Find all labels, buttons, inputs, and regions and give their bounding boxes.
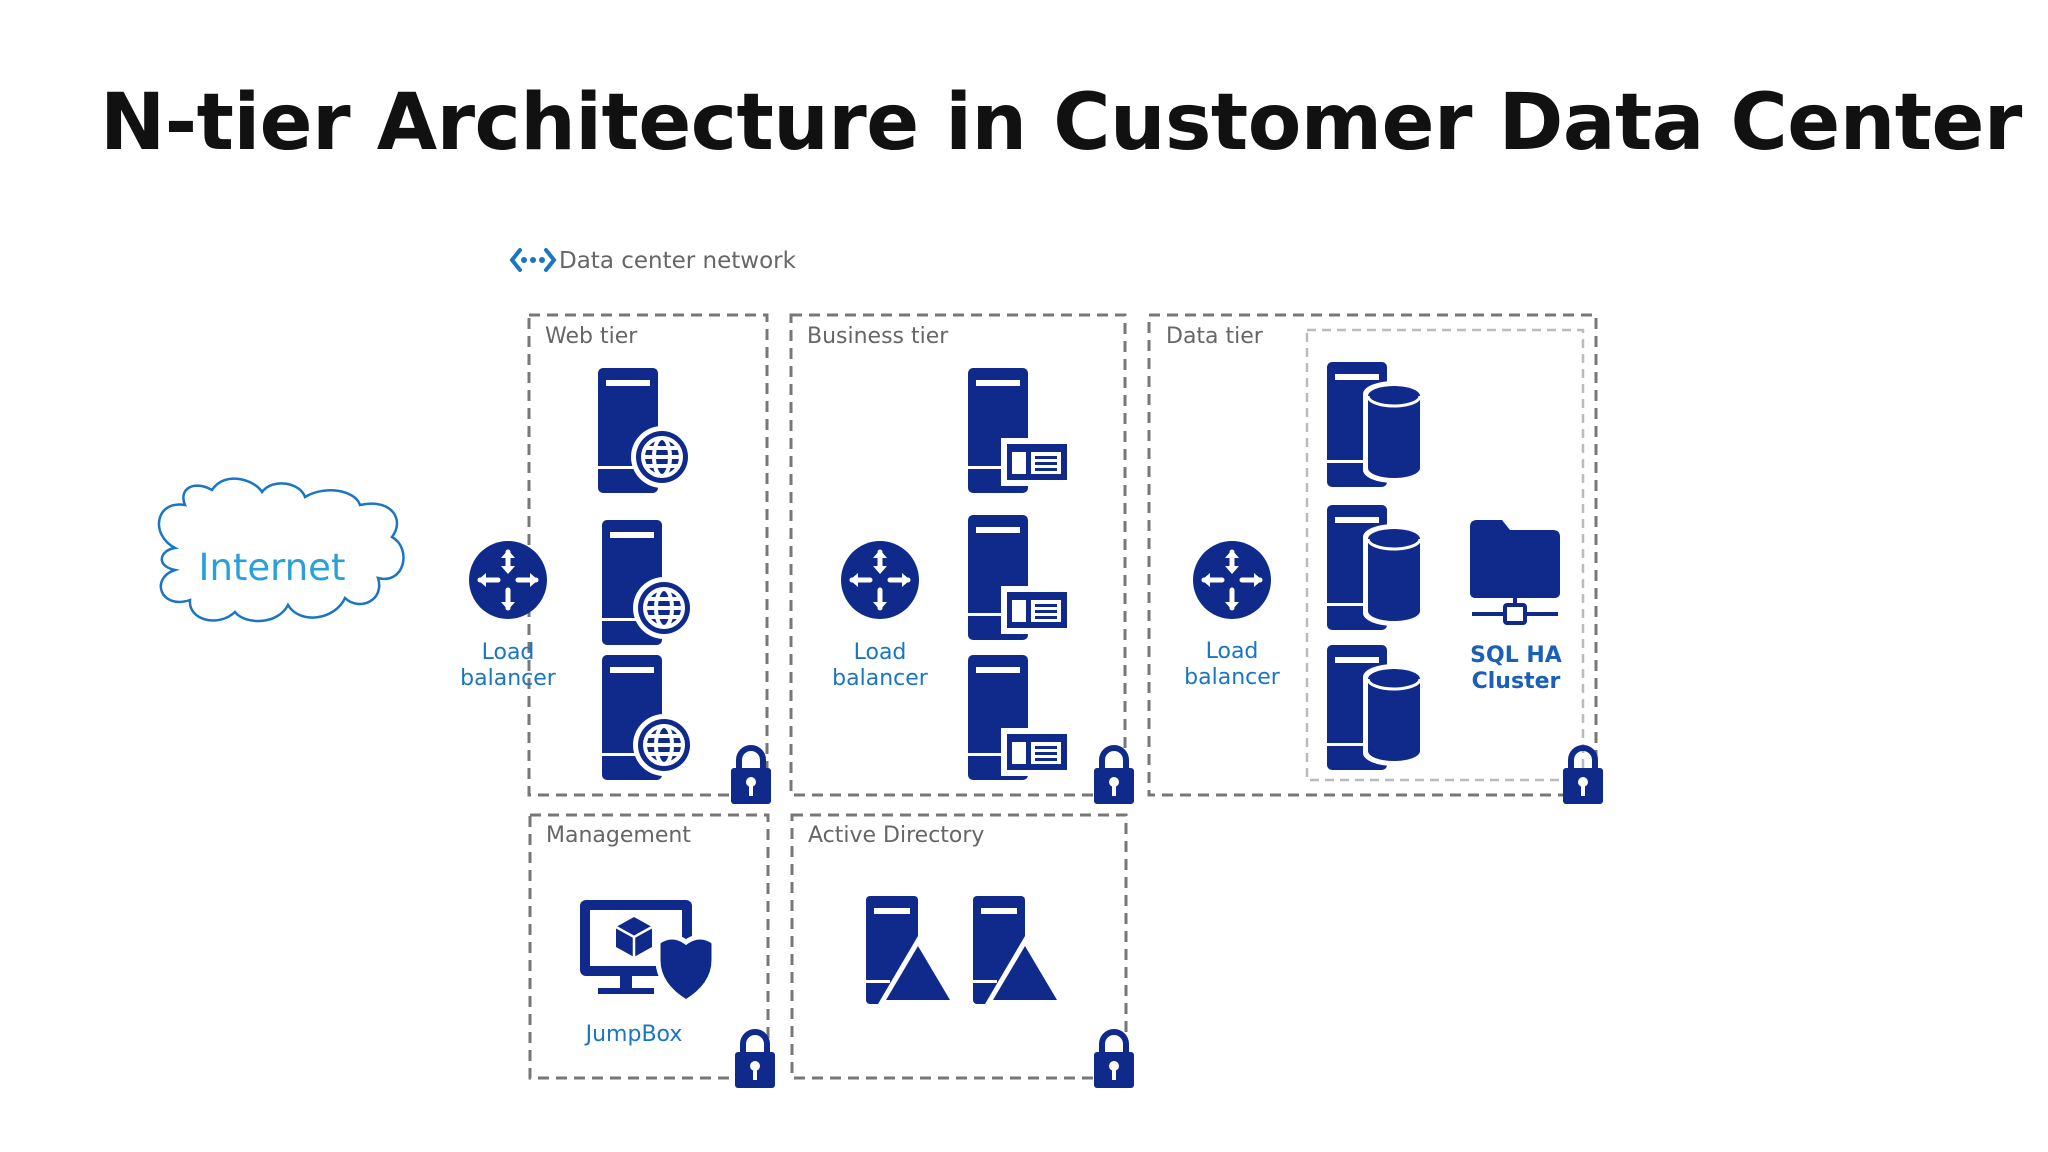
- web-lb-label-line1: Load: [482, 640, 535, 665]
- business-load-balancer: [841, 541, 919, 619]
- business-lb-label-line1: Load: [854, 640, 907, 665]
- web-lb-label-line2: balancer: [460, 666, 557, 691]
- cloud-icon: [157, 477, 405, 623]
- data-lb-label-line1: Load: [1206, 639, 1259, 664]
- data-lb-label-line2: balancer: [1184, 665, 1281, 690]
- app-server-icon: [968, 655, 1073, 780]
- virtual-network-icon: [509, 248, 557, 272]
- cluster-label-line1: SQL HA: [1470, 643, 1562, 668]
- sql-cluster-icon: [1470, 520, 1560, 625]
- data-tier-label: Data tier: [1166, 324, 1264, 349]
- page-title: N-tier Architecture in Customer Data Cen…: [100, 78, 2022, 168]
- lock-icon: [1563, 748, 1603, 804]
- app-server-icon: [968, 368, 1073, 493]
- internet-label: Internet: [199, 546, 346, 589]
- management-label: Management: [546, 823, 691, 848]
- app-server-icon: [968, 515, 1073, 640]
- data-tier-box: [1147, 313, 1598, 797]
- cluster-label-line2: Cluster: [1472, 669, 1561, 694]
- lock-icon: [1094, 1032, 1134, 1088]
- business-tier-label: Business tier: [807, 324, 949, 349]
- lock-icon: [735, 1032, 775, 1088]
- web-server-icon: [602, 520, 697, 645]
- jumpbox-label: JumpBox: [584, 1022, 683, 1047]
- lock-icon: [731, 748, 771, 804]
- network-label: Data center network: [559, 248, 797, 274]
- sql-server-icon: [1327, 645, 1427, 770]
- active-directory-label: Active Directory: [808, 823, 984, 848]
- lock-icon: [1094, 748, 1134, 804]
- business-lb-label-line2: balancer: [832, 666, 929, 691]
- sql-server-icon: [1327, 362, 1427, 487]
- jumpbox-icon: [580, 900, 717, 1005]
- web-load-balancer: [469, 541, 547, 619]
- web-server-icon: [598, 368, 695, 493]
- data-load-balancer: [1193, 541, 1271, 619]
- business-tier-box: [789, 313, 1127, 797]
- domain-controller-icon: [973, 896, 1065, 1004]
- active-directory-box: [790, 813, 1128, 1080]
- sql-server-icon: [1327, 505, 1427, 630]
- web-tier-label: Web tier: [545, 324, 638, 349]
- web-server-icon: [602, 655, 697, 780]
- domain-controller-icon: [866, 896, 958, 1004]
- management-box: [528, 813, 770, 1080]
